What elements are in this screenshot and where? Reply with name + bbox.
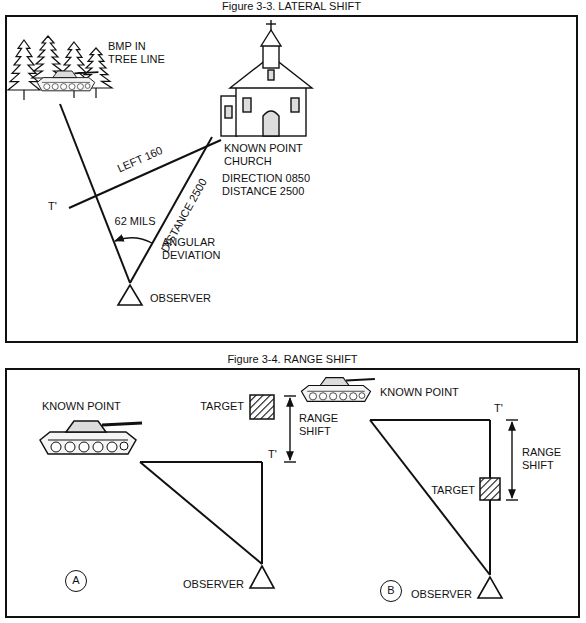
church [263,111,279,136]
range-shift-label: RANGE SHIFT [522,446,572,472]
shift-lines-a [140,462,262,564]
sight-lines [60,104,130,283]
tree-line [95,88,96,98]
target-label: BMP IN TREE LINE [108,40,174,66]
observer-symbol [250,566,274,588]
church [291,98,299,112]
church [221,20,312,136]
figure-title: Figure 3-3. LATERAL SHIFT [7,0,576,13]
target-box [250,395,274,419]
figure-title: Figure 3-4. RANGE SHIFT [7,353,578,366]
shift-lines-b [370,419,490,421]
observer-label: OBSERVER [183,578,244,591]
church [243,98,251,112]
range-bracket-b [506,499,518,500]
target-label: TARGET [431,484,475,497]
point-label: T' [48,200,57,213]
direction-label: DIRECTION 0850 DISTANCE 2500 [222,172,330,198]
bmp-vehicle [37,71,98,91]
church [261,30,281,46]
known-point-label: KNOWN POINT CHURCH [224,142,314,168]
shift-lines-a [140,462,262,564]
range-bracket-b [506,420,518,500]
range-bracket-a [284,395,296,396]
panel-letter: A [72,574,79,587]
observer-label: OBSERVER [411,588,472,601]
point-label: T' [494,402,503,415]
church [268,70,274,80]
church [270,20,271,31]
church [225,106,232,118]
observer-symbol [118,285,142,305]
range-bracket-b [511,422,512,498]
range-bracket-a [289,398,290,460]
known-point-label: KNOWN POINT [380,386,459,399]
panel-letter: B [387,584,394,597]
observer-symbol [478,577,502,598]
observer-label: OBSERVER [150,292,211,305]
church [221,96,237,136]
range-shift-label: RANGE SHIFT [299,412,347,438]
shift-label: LEFT 160 [115,144,164,176]
known-point-label: KNOWN POINT [42,400,121,413]
tank [40,421,142,454]
angle-arc [115,238,152,243]
angle-label: 62 MILS [115,215,156,228]
tree-line [23,90,24,100]
shift-lines-b [370,420,490,575]
church [263,44,279,68]
point-label: T' [268,448,277,461]
panel-letter-circle: B [380,580,402,602]
range-bracket-b [506,419,518,420]
tree-line [8,40,40,90]
target-label: TARGET [200,400,244,413]
tree-line [8,36,112,100]
church [236,84,306,136]
church [266,23,276,24]
target-box [480,478,500,500]
range-bracket-a [284,461,296,462]
tank [301,378,374,402]
shift-lines-a [261,462,263,564]
panel-letter-circle: A [65,570,87,592]
shift-lines-a [140,461,262,463]
range-bracket-a [284,396,296,462]
angle-label: ANGULAR DEVIATION [162,236,242,262]
shift-lines-b [370,420,490,575]
